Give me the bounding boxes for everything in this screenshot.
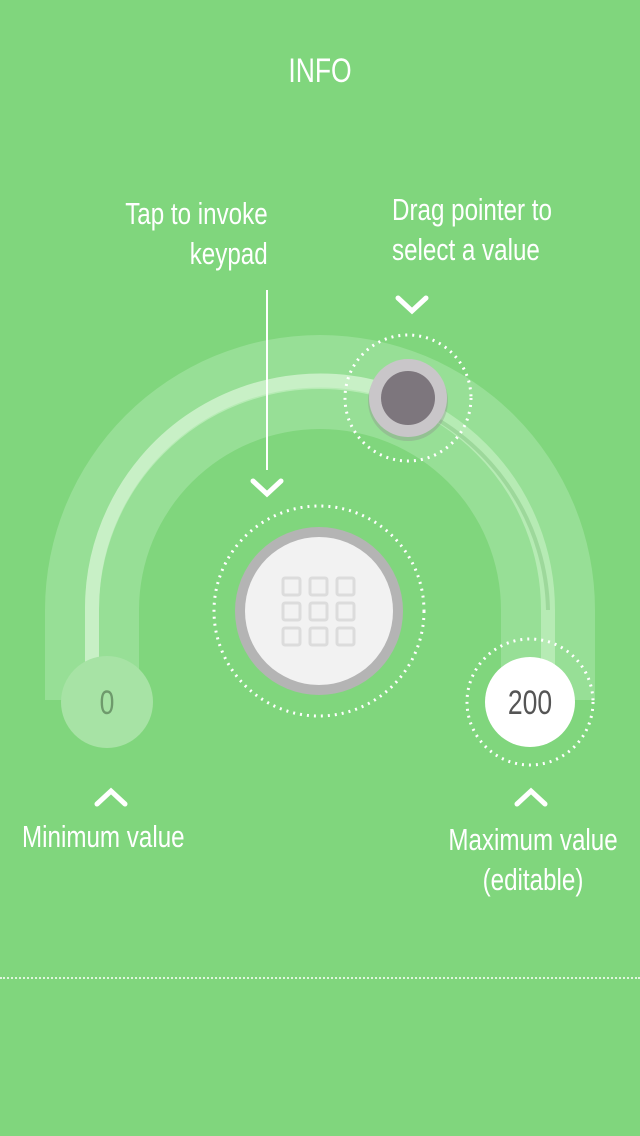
max-value-knob[interactable] (485, 657, 575, 747)
dial-remaining-shadow (419, 408, 550, 611)
keypad-button[interactable] (235, 527, 403, 695)
chevron-down-icon (250, 478, 284, 498)
page-title: INFO (288, 52, 352, 90)
pointer-dotted-ring (343, 333, 473, 463)
chevron-up-icon (94, 787, 128, 807)
min-value-knob (61, 656, 153, 748)
min-value-label: 0 (99, 684, 115, 722)
chevron-down-icon (395, 295, 429, 315)
dial-progress-line (84, 373, 407, 712)
keypad-grid-icon (281, 576, 356, 647)
chevron-up-icon (514, 787, 548, 807)
max-dotted-ring (465, 637, 595, 767)
keypad-dotted-ring (212, 504, 426, 718)
max-value-label[interactable]: 200 (507, 684, 553, 722)
drag-hint-label: Drag pointer to select a value (392, 192, 552, 267)
keypad-hint-label: Tap to invoke keypad (125, 196, 268, 271)
dotted-divider (0, 977, 640, 979)
pointer-knob[interactable] (368, 359, 448, 441)
minimum-hint-label: Minimum value (22, 819, 185, 854)
maximum-hint-label: Maximum value (editable) (448, 822, 618, 897)
